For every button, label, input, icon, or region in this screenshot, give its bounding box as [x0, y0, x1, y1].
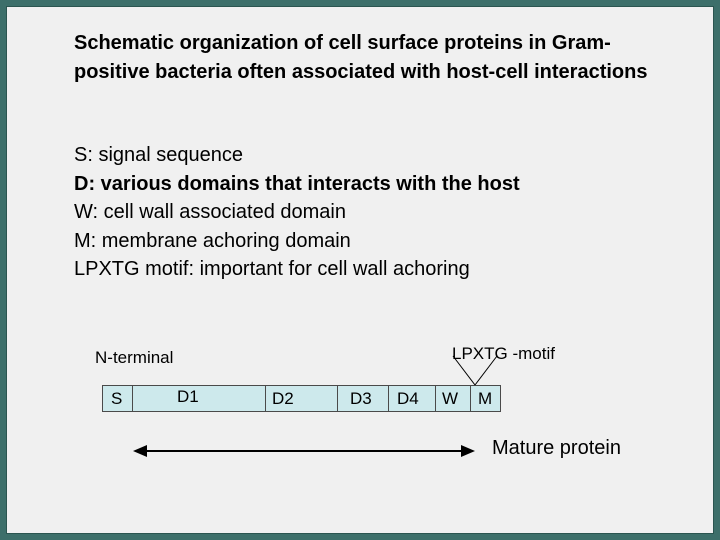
domain-d4-label: D4 [397, 389, 419, 408]
domain-w: W [435, 385, 471, 412]
mature-protein-label: Mature protein [492, 437, 621, 459]
arrow-head-right-icon [461, 445, 475, 457]
domain-s-label: S [111, 389, 123, 408]
domain-d3-label: D3 [350, 389, 372, 408]
legend-item-domains: D: various domains that interacts with t… [74, 172, 520, 195]
legend-item-cell-wall: W: cell wall associated domain [74, 201, 346, 223]
legend-item-lpxtg: LPXTG motif: important for cell wall ach… [74, 258, 470, 280]
legend-list: S: signal sequence D: various domains th… [74, 141, 694, 284]
n-terminal-label: N-terminal [95, 348, 174, 367]
lpxtg-motif-label: LPXTG -motif [452, 344, 555, 363]
domain-d2: D2 [265, 385, 338, 412]
slide-title: Schematic organization of cell surface p… [74, 32, 648, 83]
legend-item-membrane: M: membrane achoring domain [74, 229, 351, 252]
domain-w-label: W [442, 389, 459, 408]
domain-m: M [470, 385, 501, 412]
domain-d1-label: D1 [177, 387, 199, 406]
domain-d2-label: D2 [272, 389, 294, 408]
domain-d3: D3 [337, 385, 389, 412]
domain-m-label: M [478, 389, 493, 408]
domain-s: S [102, 385, 133, 412]
legend-item-signal-sequence: S: signal sequence [74, 144, 244, 166]
arrow-head-left-icon [133, 445, 147, 457]
protein-domain-bar: S D1 D2 D3 D4 W M [102, 385, 501, 412]
slide: Schematic organization of cell surface p… [6, 6, 714, 534]
domain-d4: D4 [388, 385, 436, 412]
domain-d1: D1 [132, 385, 266, 412]
